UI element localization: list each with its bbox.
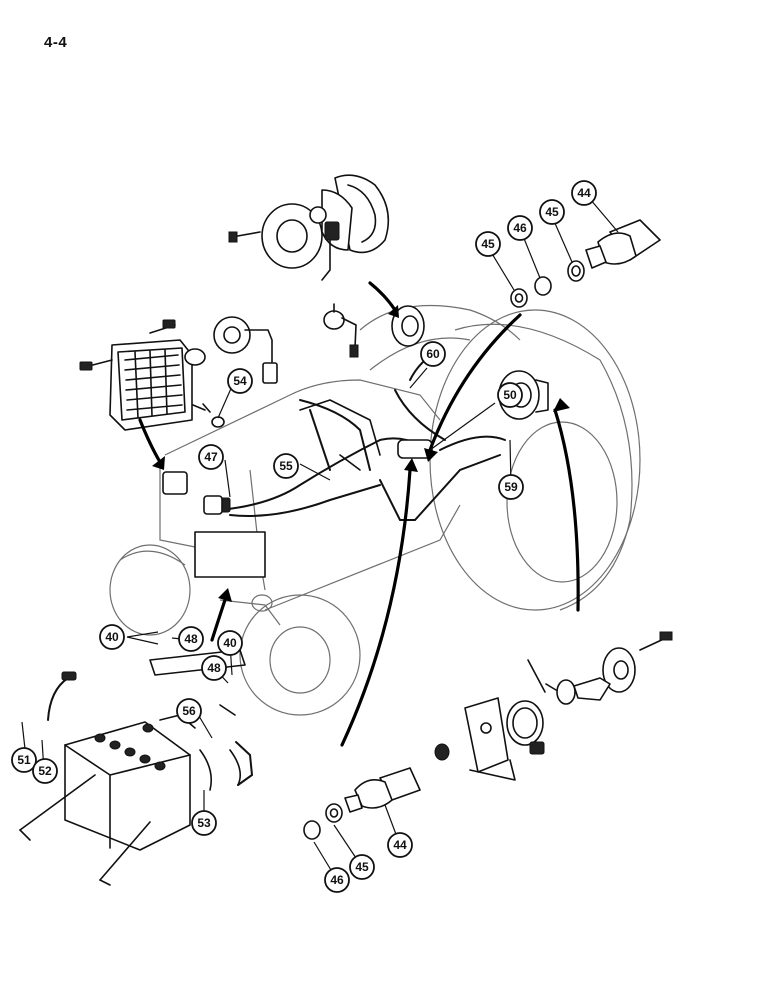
callout-48-left: 48 (178, 626, 204, 652)
svg-text:45: 45 (355, 860, 369, 874)
page-number: 4-4 (44, 34, 68, 51)
svg-text:45: 45 (481, 237, 495, 251)
callout-52: 52 (32, 758, 58, 784)
switch-assembly-lower (303, 767, 421, 840)
svg-text:47: 47 (204, 450, 218, 464)
callout-45-lower: 45 (349, 854, 375, 880)
callout-53: 53 (191, 810, 217, 836)
callout-51: 51 (11, 747, 37, 773)
callout-60: 60 (420, 341, 446, 367)
callout-46-lower: 46 (324, 867, 350, 893)
rear-lamp-lower (434, 631, 673, 781)
switch-assembly-upper (510, 219, 661, 308)
svg-text:52: 52 (38, 764, 52, 778)
callout-44-upper: 44 (571, 180, 597, 206)
svg-text:48: 48 (184, 632, 198, 646)
callout-47: 47 (198, 444, 224, 470)
callout-59: 59 (498, 474, 524, 500)
callout-45-upper-right: 45 (539, 199, 565, 225)
svg-text:45: 45 (545, 205, 559, 219)
svg-text:51: 51 (17, 753, 31, 767)
svg-text:60: 60 (426, 347, 440, 361)
svg-text:59: 59 (504, 480, 518, 494)
callout-44-lower: 44 (387, 832, 413, 858)
callout-40-left: 40 (99, 624, 125, 650)
connector-47-left (162, 471, 188, 495)
svg-text:46: 46 (330, 873, 344, 887)
assembly-arrows (138, 281, 580, 747)
battery-box (194, 531, 266, 578)
lamp-bulb (184, 348, 206, 366)
svg-text:44: 44 (577, 186, 591, 200)
svg-text:40: 40 (105, 630, 119, 644)
wiring-harness (162, 349, 506, 578)
callout-40-right: 40 (217, 630, 243, 656)
svg-text:53: 53 (197, 816, 211, 830)
callout-48-right: 48 (201, 655, 227, 681)
svg-text:40: 40 (223, 636, 237, 650)
svg-text:54: 54 (233, 374, 247, 388)
callout-55: 55 (273, 453, 299, 479)
rear-lamp-top (228, 174, 390, 281)
callout-50: 50 (497, 382, 523, 408)
svg-text:44: 44 (393, 838, 407, 852)
svg-text:50: 50 (503, 388, 517, 402)
callout-54: 54 (227, 368, 253, 394)
svg-text:48: 48 (207, 661, 221, 675)
callout-46-upper: 46 (507, 215, 533, 241)
work-lamp (79, 316, 278, 431)
callout-45-upper-left: 45 (475, 231, 501, 257)
svg-text:46: 46 (513, 221, 527, 235)
svg-text:56: 56 (182, 704, 196, 718)
svg-text:55: 55 (279, 459, 293, 473)
callout-56: 56 (176, 698, 202, 724)
